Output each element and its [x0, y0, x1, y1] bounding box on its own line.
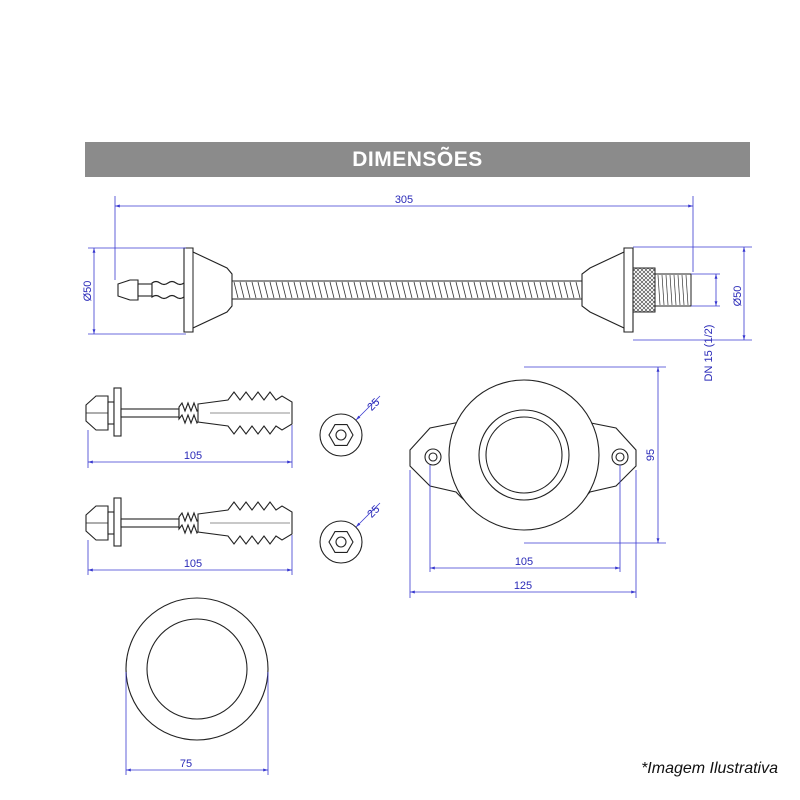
dim-overall-length: 305: [114, 194, 694, 280]
corrugated-hose: [231, 280, 583, 300]
dim-right-diameter: Ø50: [633, 246, 752, 341]
left-diameter-label: Ø50: [82, 281, 94, 302]
overall-length-label: 305: [395, 194, 413, 206]
dim-flange-width: 125: [409, 470, 637, 598]
screw-shank: [120, 408, 180, 418]
connector-tip-neck: [137, 283, 153, 297]
nut2-size-label: 25: [365, 503, 382, 520]
thread-label: DN 15 (1/2): [703, 325, 715, 382]
right-flange: [581, 247, 634, 333]
dim-flange-hole-spacing: 105: [429, 465, 621, 572]
dim-screw1-length: 105: [87, 425, 293, 468]
nut-2: [319, 520, 363, 564]
flexible-connector: [117, 247, 692, 333]
screw-anchor-2: [85, 497, 293, 547]
dim-flange-height: 95: [524, 366, 666, 544]
flange-height-label: 95: [645, 449, 657, 461]
dim-left-diameter: Ø50: [82, 247, 186, 335]
dim-thread: DN 15 (1/2): [691, 273, 720, 382]
connector-tip: [117, 279, 139, 301]
nut-1: [319, 413, 363, 457]
dim-nut1: 25: [355, 395, 382, 421]
screw2-length-label: 105: [184, 558, 202, 570]
washer: [113, 497, 122, 547]
dim-screw2-length: 105: [87, 535, 293, 575]
threaded-end: [654, 273, 692, 307]
screw-shank: [120, 518, 180, 528]
section-title: DIMENSÕES: [352, 148, 483, 171]
hole-spacing-label: 105: [515, 556, 533, 568]
mounting-flange: [409, 379, 637, 531]
right-diameter-label: Ø50: [732, 286, 744, 307]
dim-nut2: 25: [355, 502, 382, 528]
left-flange: [183, 247, 233, 333]
washer: [113, 387, 122, 437]
screw1-length-label: 105: [184, 450, 202, 462]
nut1-size-label: 25: [365, 396, 382, 413]
ring-diameter-label: 75: [180, 758, 192, 770]
screw-anchor-1: [85, 387, 293, 437]
dim-ring-diameter: 75: [125, 672, 269, 775]
section-header: DIMENSÕES: [85, 142, 750, 177]
left-thread: [151, 280, 185, 300]
footer-note: *Imagem Ilustrativa: [641, 760, 778, 777]
flange-width-label: 125: [514, 580, 532, 592]
cover-ring: [125, 597, 269, 741]
knurled-nut: [632, 267, 656, 313]
